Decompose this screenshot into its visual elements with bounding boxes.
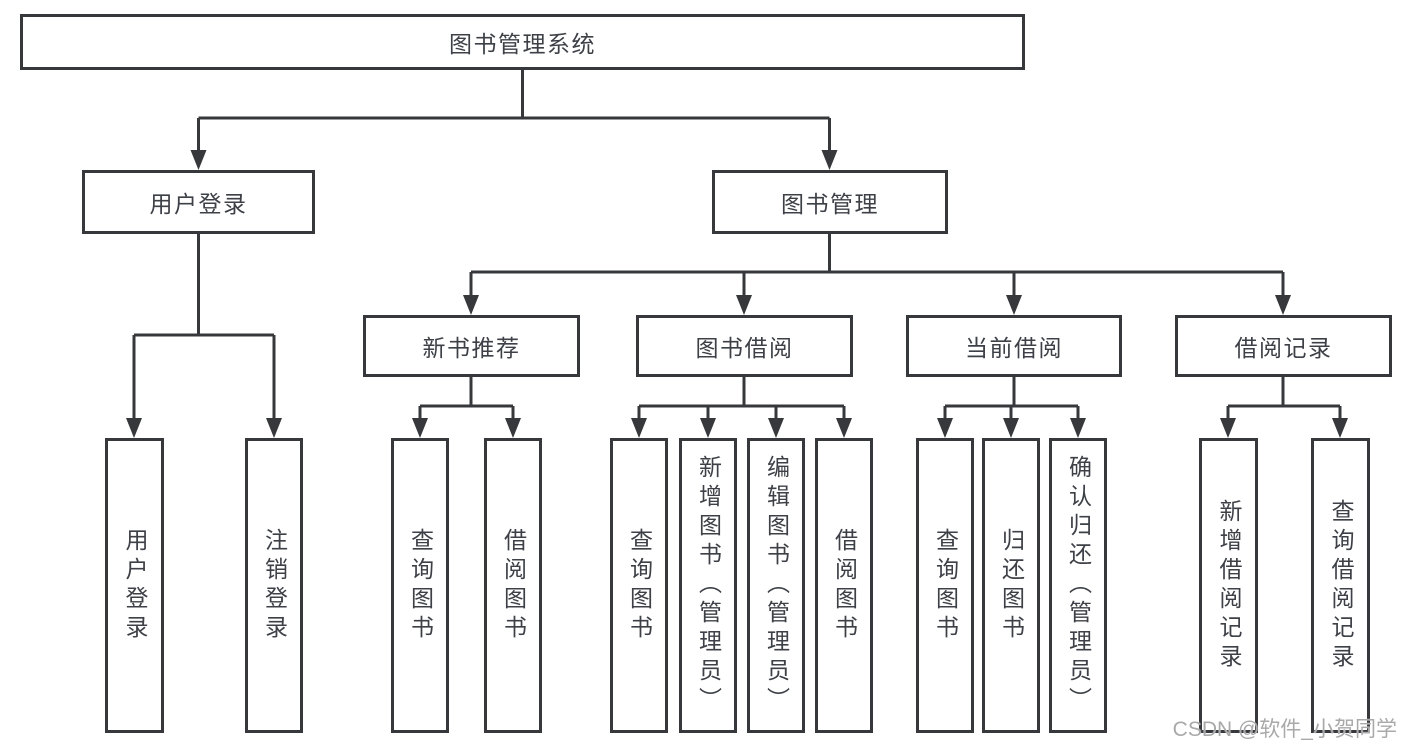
- leaf-query-books-recommend: 查询图书: [391, 438, 449, 733]
- edge-borrowrecords-to-leaves: [1226, 377, 1342, 420]
- node-label: 查询图书: [932, 527, 959, 644]
- edge-root-to-level2: [197, 69, 831, 152]
- edge-bookborrow-to-leaves: [637, 377, 846, 420]
- node-book-borrow: 图书借阅: [636, 315, 853, 377]
- leaf-edit-books-admin: 编辑图书（管理员）: [747, 438, 805, 733]
- leaf-confirm-return-admin: 确认归还（管理员）: [1049, 438, 1107, 733]
- leaf-query-borrow-record: 查询借阅记录: [1311, 438, 1370, 733]
- arrowhead: [1220, 418, 1236, 438]
- node-new-book-recommend: 新书推荐: [363, 315, 580, 377]
- edge-bookmgmt-to-level3: [469, 234, 1285, 297]
- arrowhead: [631, 418, 647, 438]
- node-book-management: 图书管理: [712, 170, 948, 234]
- arrowhead: [1275, 295, 1291, 315]
- edge-currentborrow-to-leaves: [943, 377, 1080, 420]
- node-label: 新增图书（管理员）: [695, 455, 722, 716]
- node-label: 用户登录: [122, 527, 148, 644]
- arrowhead: [126, 418, 142, 438]
- arrowhead: [1003, 418, 1019, 438]
- node-user-login: 用户登录: [82, 170, 315, 234]
- arrowhead: [736, 295, 752, 315]
- arrowhead: [190, 150, 207, 170]
- arrowhead: [505, 418, 521, 438]
- node-label: 用户登录: [149, 191, 248, 217]
- leaf-add-borrow-record: 新增借阅记录: [1199, 438, 1258, 733]
- node-label: 归还图书: [998, 527, 1025, 644]
- arrowhead: [412, 418, 428, 438]
- edge-newbook-to-leaves: [418, 377, 515, 420]
- leaf-query-books-borrow: 查询图书: [610, 438, 668, 733]
- arrowhead: [700, 418, 716, 438]
- node-label: 查询图书: [407, 527, 434, 644]
- node-label: 确认归还（管理员）: [1065, 455, 1092, 716]
- node-current-borrow: 当前借阅: [906, 315, 1122, 377]
- node-label: 新增借阅记录: [1216, 498, 1242, 673]
- leaf-query-books-current: 查询图书: [916, 438, 974, 733]
- arrowhead: [1006, 295, 1022, 315]
- node-label: 注销登录: [261, 527, 288, 644]
- arrowhead: [821, 150, 838, 170]
- node-library-management-system: 图书管理系统: [20, 14, 1025, 70]
- leaf-add-books-admin: 新增图书（管理员）: [679, 438, 737, 733]
- leaf-return-books: 归还图书: [982, 438, 1040, 733]
- arrowhead: [1332, 418, 1348, 438]
- leaf-borrow-books: 借阅图书: [815, 438, 873, 733]
- node-label: 借阅图书: [500, 527, 527, 644]
- node-label: 查询借阅记录: [1328, 498, 1354, 673]
- node-label: 当前借阅: [965, 335, 1063, 361]
- arrowhead: [768, 418, 784, 438]
- node-label: 借阅图书: [831, 527, 858, 644]
- edge-userlogin-to-leaves: [132, 234, 276, 420]
- node-label: 查询图书: [626, 527, 653, 644]
- arrowhead: [836, 418, 852, 438]
- node-label: 借阅记录: [1234, 335, 1333, 361]
- node-label: 编辑图书（管理员）: [763, 455, 790, 716]
- arrowhead: [937, 418, 953, 438]
- leaf-user-login: 用户登录: [105, 438, 164, 733]
- csdn-watermark: CSDN @软件_小贺同学: [1172, 718, 1397, 741]
- node-label: 新书推荐: [422, 335, 521, 361]
- node-label: 图书管理: [781, 191, 879, 217]
- arrowhead: [1070, 418, 1086, 438]
- node-label: 图书借阅: [695, 335, 794, 361]
- arrowhead: [266, 418, 282, 438]
- leaf-borrow-books-recommend: 借阅图书: [484, 438, 542, 733]
- node-borrow-records: 借阅记录: [1175, 315, 1392, 377]
- arrowhead: [463, 295, 479, 315]
- leaf-logout: 注销登录: [245, 438, 303, 733]
- node-label: 图书管理系统: [449, 31, 596, 57]
